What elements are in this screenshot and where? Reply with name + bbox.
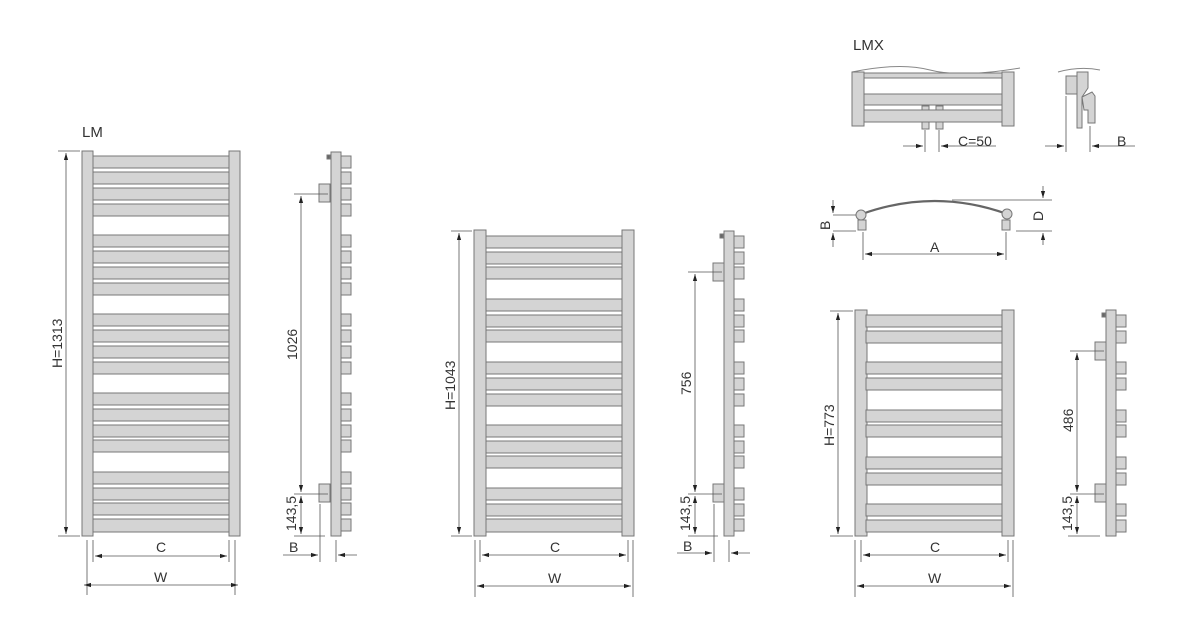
- bars: [865, 314, 1003, 533]
- right-rail: [621, 229, 635, 537]
- lm-side-view: [318, 151, 352, 537]
- lmx-model-title: LMX: [853, 37, 884, 54]
- small-front-view: [854, 309, 1015, 537]
- lm-side-dimensions: [283, 193, 357, 562]
- mid-c-label: C: [550, 539, 561, 555]
- lmx-top-view: [851, 65, 1021, 130]
- bottom-valve: [318, 483, 331, 503]
- small-dimensions: [830, 310, 1014, 597]
- lmx-bracket-view: [855, 199, 1013, 231]
- bars: [485, 235, 623, 533]
- lmx-bracket-d-label: D: [1030, 210, 1046, 221]
- lm-dimensions: [58, 150, 238, 595]
- top-valve: [318, 183, 331, 203]
- lmx-side-b-label: B: [1117, 133, 1127, 149]
- left-rail: [473, 229, 487, 537]
- lmx-c-label: C=50: [958, 133, 992, 149]
- lm-front-view: [81, 150, 241, 537]
- lmx-side-view: [1057, 67, 1101, 129]
- lmx-side-dimensions: [1045, 96, 1135, 152]
- lm-model-title: LM: [82, 124, 103, 141]
- mid-side-view: [712, 230, 745, 537]
- small-w-label: W: [928, 570, 942, 586]
- lmx-bracket-dimensions: [830, 186, 1052, 260]
- mid-side-bottom-label: 143,5: [677, 495, 693, 531]
- lmx-bracket-a-label: A: [930, 239, 940, 255]
- small-side-bottom-label: 143,5: [1059, 495, 1075, 531]
- mid-dimensions: [451, 230, 634, 597]
- right-rail: [1001, 309, 1015, 537]
- left-rail: [81, 150, 94, 537]
- lm-c-label: C: [156, 539, 167, 555]
- small-side-spacing-label: 486: [1060, 408, 1076, 432]
- mid-side-spacing-label: 756: [678, 371, 694, 395]
- right-rail: [228, 150, 241, 537]
- lm-height-label: H=1313: [49, 318, 65, 368]
- mid-side-b-label: B: [683, 538, 693, 554]
- lm-side-b-label: B: [289, 539, 299, 555]
- bars: [92, 155, 230, 533]
- mid-side-dimensions: [677, 271, 750, 562]
- lmx-top-dimensions: [903, 130, 996, 152]
- mid-w-label: W: [548, 570, 562, 586]
- small-height-label: H=773: [821, 404, 837, 446]
- small-side-dimensions: [1068, 350, 1104, 537]
- lmx-bracket-b-label: B: [817, 220, 833, 230]
- bottom-valve: [1094, 483, 1107, 503]
- bottom-valve: [712, 483, 725, 503]
- lm-side-bottom-label: 143,5: [283, 495, 299, 531]
- lm-side-spacing-label: 1026: [284, 328, 300, 360]
- mid-height-label: H=1043: [442, 360, 458, 410]
- small-c-label: C: [930, 539, 941, 555]
- mid-front-view: [473, 229, 635, 537]
- left-rail: [854, 309, 868, 537]
- small-side-view: [1094, 309, 1127, 537]
- lm-w-label: W: [154, 569, 168, 585]
